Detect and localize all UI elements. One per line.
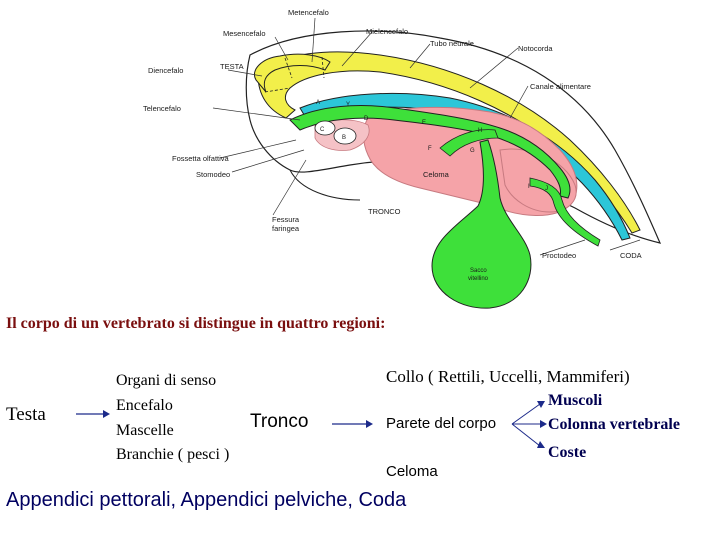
celoma-label: Celoma <box>386 463 438 480</box>
letter-c: C <box>320 127 325 133</box>
letter-g: G <box>470 148 475 154</box>
label-fessura: Fessura <box>272 215 300 224</box>
label-coda: CODA <box>620 251 642 260</box>
letter-e: E <box>422 120 426 126</box>
gut-branch <box>439 129 499 157</box>
structure-letters: A B C D E F G H I J Y <box>316 100 548 192</box>
letter-h: H <box>478 128 482 134</box>
label-faringea: faringea <box>272 224 300 233</box>
tronco-label: Tronco <box>250 411 309 432</box>
label-metencefalo: Metencefalo <box>288 8 329 17</box>
eye-c <box>314 120 336 136</box>
collo-label: Collo ( Rettili, Uccelli, Mammiferi) <box>386 367 630 386</box>
label-diencefalo: Diencefalo <box>148 66 183 75</box>
letter-d: D <box>364 116 369 122</box>
arrows <box>76 401 547 448</box>
label-tronco-diagram: TRONCO <box>368 207 401 216</box>
label-mesencefalo: Mesencefalo <box>223 29 266 38</box>
label-notocorda: Notocorda <box>518 44 553 53</box>
leader-lines <box>212 17 641 256</box>
letter-f: F <box>428 146 432 152</box>
label-telencefalo: Telencefalo <box>143 104 181 113</box>
letter-a: A <box>316 100 320 106</box>
letter-j: J <box>545 186 548 192</box>
appendici-label: Appendici pettorali, Appendici pelviche,… <box>6 489 407 511</box>
letter-y: Y <box>346 102 350 108</box>
label-celoma-diagram: Celoma <box>423 170 450 179</box>
label-canale-alimentare: Canale alimentare <box>530 82 591 91</box>
label-tubo-neurale: Tubo neurale <box>430 39 474 48</box>
gut-tube <box>289 105 571 199</box>
organ-item: Mascelle <box>116 422 174 439</box>
yolk-sac <box>431 139 532 309</box>
testa-label: Testa <box>6 404 46 425</box>
lower-body-outline <box>289 169 361 201</box>
label-testa: TESTA <box>220 62 244 71</box>
organ-item: Branchie ( pesci ) <box>116 446 230 463</box>
organ-item: Encefalo <box>116 397 173 414</box>
tail-gut <box>529 177 601 247</box>
label-sacco: Sacco <box>470 268 487 274</box>
label-stomodeo: Stomodeo <box>196 170 230 179</box>
letter-i: I <box>528 184 530 190</box>
label-mielencefalo: Mielencefalo <box>366 27 408 36</box>
label-vitellino: vitellino <box>468 276 489 282</box>
parete-label: Parete del corpo <box>386 415 497 432</box>
coste-label: Coste <box>548 444 587 461</box>
colonna-label: Colonna vertebrale <box>548 416 680 433</box>
letter-b: B <box>342 135 346 141</box>
label-fossetta-olfattiva: Fossetta olfattiva <box>172 154 230 163</box>
eye-b <box>333 127 357 145</box>
organ-item: Organi di senso <box>116 372 217 389</box>
muscoli-label: Muscoli <box>548 392 603 409</box>
label-proctodeo: Proctodeo <box>542 251 576 260</box>
brain-vesicles <box>254 53 331 93</box>
intro-heading: Il corpo di un vertebrato si distingue i… <box>6 315 386 332</box>
body-outline <box>245 30 662 244</box>
